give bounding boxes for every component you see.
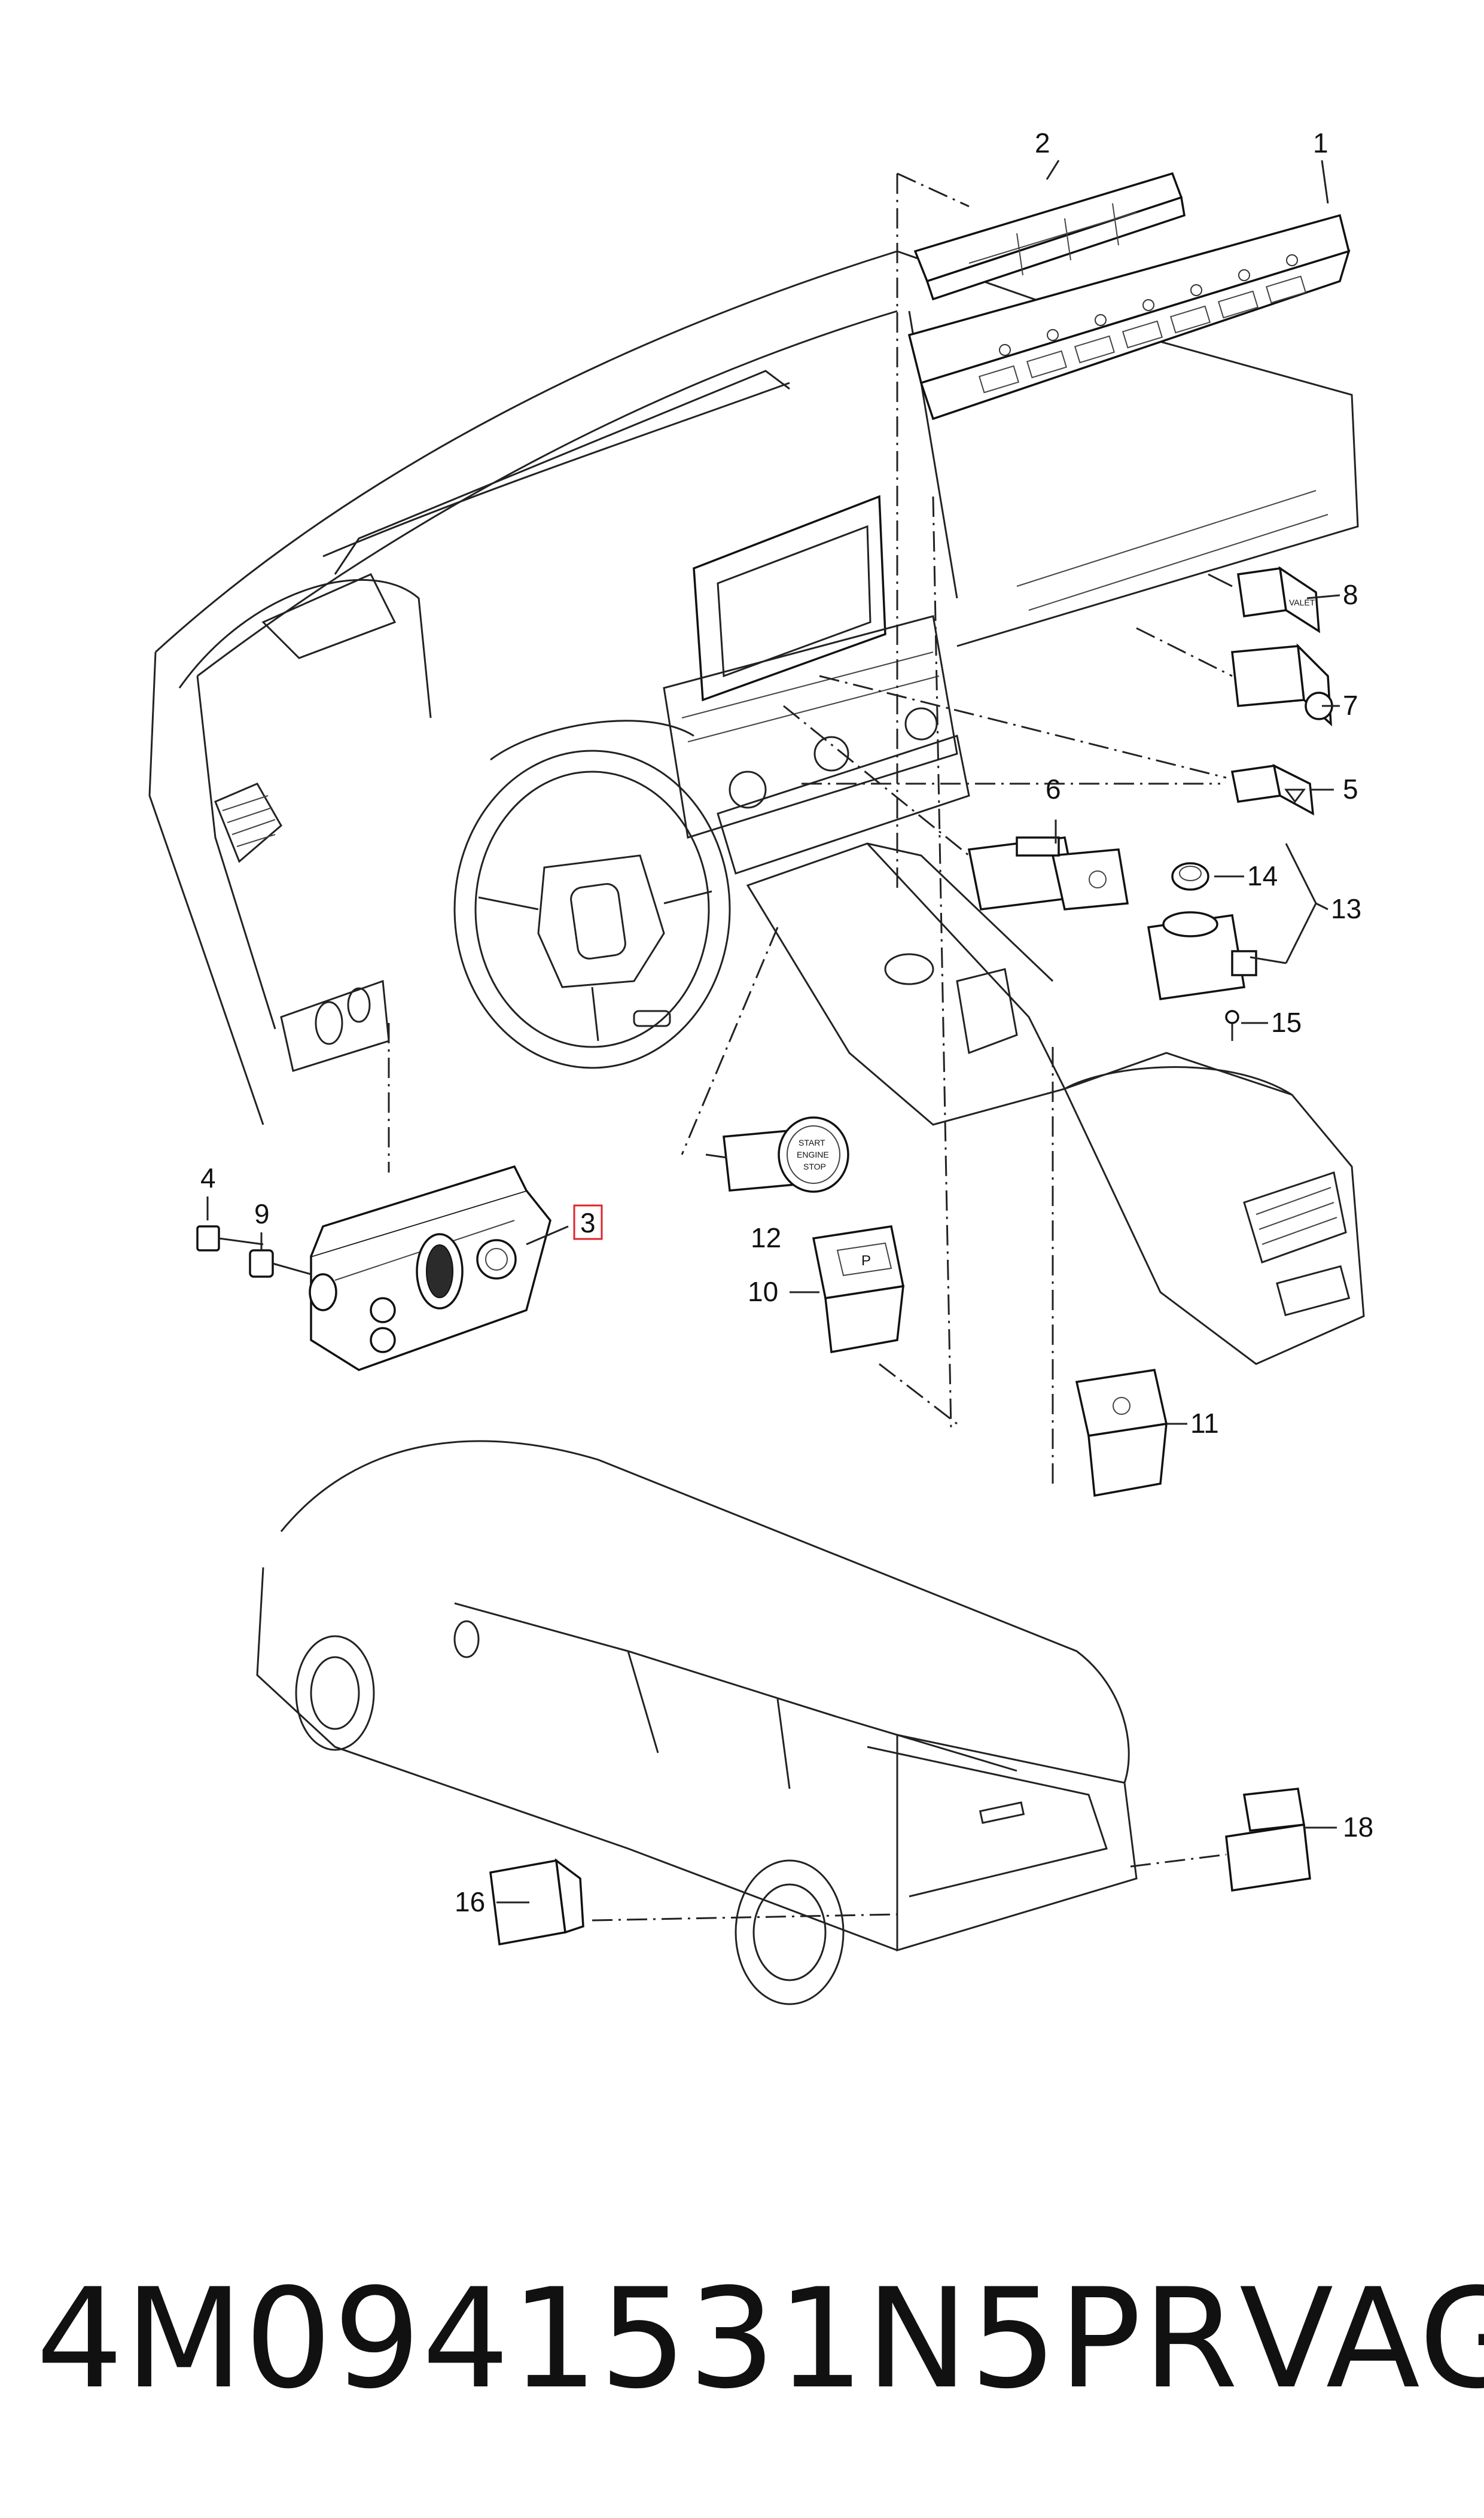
part-10-switch: P [812,1225,905,1354]
callout-9: 9 [254,1198,270,1229]
part-13-rotary-control [1147,911,1257,1000]
part-5-hazard-switch [1230,763,1315,816]
part-number: 4M0941531N5PR [36,2259,1239,2419]
part-6-switch-block [967,836,1129,911]
callout-8: 8 [1343,579,1358,610]
callout-16: 16 [455,1886,485,1917]
part-11-switch [1075,1369,1168,1497]
part-15-screw [1225,1010,1239,1041]
callout-11: 11 [1190,1408,1219,1439]
callout-15: 15 [1271,1007,1302,1038]
car-illustration [256,1440,1138,2005]
callout-4: 4 [200,1162,216,1193]
callout-6: 6 [1046,774,1061,805]
callout-labels: 1 2 3 4 5 6 7 8 9 10 11 12 13 14 15 16 1… [200,127,1373,1917]
part-14-knob-cap [1171,862,1209,891]
part-1-switch-panel [907,214,1351,421]
callout-10: 10 [748,1276,778,1307]
part-2-bezel-strip [913,172,1186,301]
manufacturer: VAG [1239,2259,1484,2419]
p-button-label: P [861,1253,871,1269]
dashboard-interior-illustration [148,250,1365,1365]
start-stop-label-line2: ENGINE [797,1150,829,1159]
callout-14: 14 [1247,860,1278,891]
callout-13: 13 [1331,893,1361,924]
part-4-screw [196,1225,264,1252]
part-3-light-switch [309,1165,551,1371]
valet-button-label: VALET [1289,598,1315,607]
callout-5: 5 [1343,774,1358,805]
part-18-switch [1225,1788,1311,1892]
callout-3: 3 [580,1207,596,1238]
start-stop-label-line3: STOP [803,1162,826,1171]
callout-7: 7 [1343,690,1358,721]
start-stop-label-line1: START [799,1138,825,1147]
part-7-switch [1231,643,1333,727]
leader-lines [206,160,1340,1922]
callout-2: 2 [1035,127,1050,159]
parts-exploded-diagram: VALET START ENGINE STOP P [148,127,1373,2005]
callout-1: 1 [1313,127,1328,159]
part-number-footer: 4M0941531N5PR VAG [0,2249,1484,2429]
part-9-clip [249,1249,312,1278]
callout-12: 12 [751,1222,781,1253]
part-8-valet-switch: VALET [1237,566,1321,634]
callout-18: 18 [1343,1811,1373,1843]
callout-3-highlight-box [573,1204,603,1240]
part-12-start-stop-button: START ENGINE STOP [723,1116,849,1193]
